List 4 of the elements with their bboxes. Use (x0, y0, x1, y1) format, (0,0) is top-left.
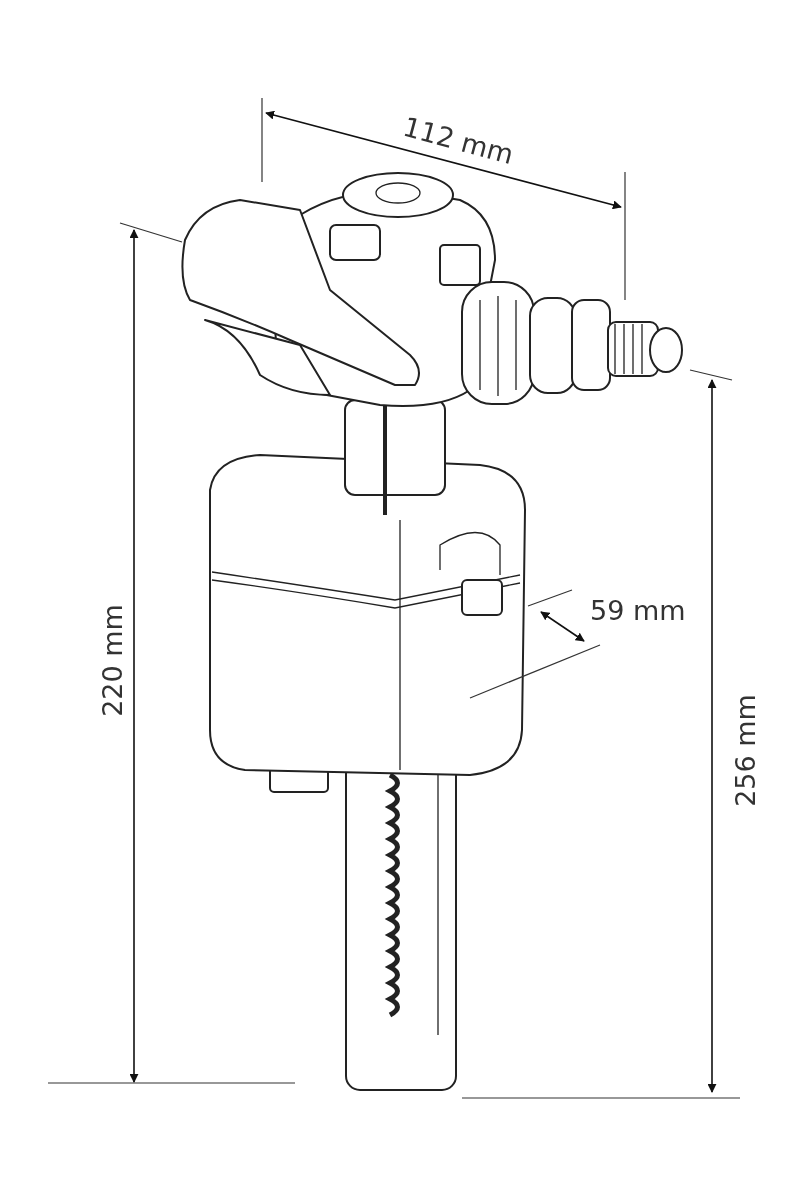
dimension-label: 256 mm (731, 693, 759, 807)
dimension-label: 220 mm (98, 603, 126, 717)
dimension-label: 112 mm (399, 112, 516, 168)
dimension-label: 59 mm (590, 596, 686, 624)
